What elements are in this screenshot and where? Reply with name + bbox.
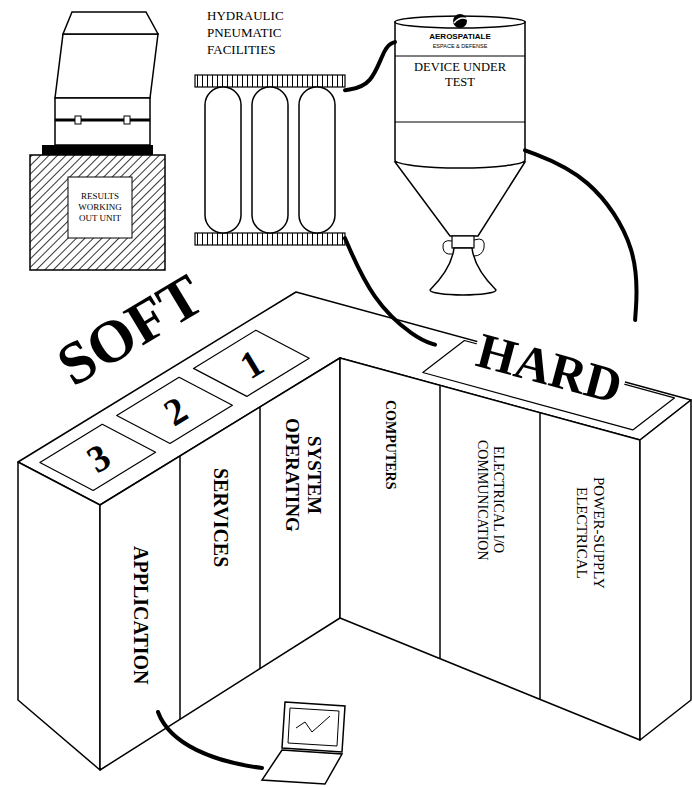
cabinet-face: SERVICES — [195, 455, 245, 580]
pneumatic-tanks — [299, 87, 335, 233]
device-under-test-tank — [395, 14, 525, 295]
node-text: 1 — [233, 342, 269, 384]
results-unit-cabinet — [63, 12, 158, 34]
cabinet-face: APPLICATION — [115, 505, 165, 725]
device-under-test-tank — [430, 248, 496, 295]
node-text: HARD — [470, 324, 631, 412]
node-text: ELECTRICAL POWER-SUPPLY — [573, 468, 608, 598]
console-cabinets — [439, 385, 441, 659]
pneumatic-tanks — [252, 87, 288, 233]
console-cabinets — [18, 462, 100, 770]
device-under-test-tank — [453, 14, 467, 28]
cabinet-face: COMPUTERS — [355, 390, 425, 500]
node-text: COMPUTERS — [382, 393, 398, 497]
cabinet-face: COMMUNICATION ELECTRICAL I/O — [455, 415, 525, 585]
console-cabinets — [194, 330, 310, 396]
device-under-test-tank — [474, 239, 484, 256]
pneumatic-tanks — [195, 75, 345, 87]
node-text: RESULTS WORKING OUT UNIT — [68, 177, 132, 238]
console-cabinets — [539, 413, 541, 699]
cable — [525, 150, 637, 320]
results-unit-cabinet — [42, 145, 153, 155]
device-under-test-tank — [454, 18, 467, 23]
cable — [345, 42, 395, 90]
laptop — [262, 750, 342, 784]
node-text: HYDRAULIC PNEUMATIC FACILITIES — [207, 7, 317, 58]
console-cabinets — [117, 377, 233, 443]
laptop — [296, 716, 330, 732]
node-text: DEVICE UNDER TEST — [412, 60, 508, 90]
soft-layer-panel: 3 — [40, 424, 156, 491]
device-under-test-tank — [395, 56, 525, 57]
node-text: 3 — [80, 436, 116, 478]
results-unit-cabinet — [30, 155, 165, 270]
laptop — [282, 702, 345, 752]
cable — [345, 238, 435, 345]
hard-panel: HARD — [435, 320, 665, 415]
node-text: COMMUNICATION ELECTRICAL I/O — [474, 430, 506, 570]
device-under-test-tank — [452, 236, 474, 248]
results-unit-cabinet — [55, 98, 150, 145]
results-unit-cabinet — [68, 177, 132, 238]
pneumatic-tanks — [195, 75, 345, 245]
node-text: ESPACE & DEFENSE — [395, 42, 525, 50]
results-unit: RESULTS WORKING OUT UNIT — [30, 155, 165, 270]
node-text: OPERATING SYSTEM — [281, 410, 325, 540]
node-text: 2 — [157, 389, 193, 431]
device-under-test-tank — [395, 122, 525, 123]
section-label: SOFT — [47, 264, 212, 396]
node-text: SERVICES — [209, 459, 232, 577]
soft-layer-panel: 2 — [117, 377, 233, 444]
console-cabinets — [640, 400, 691, 740]
results-unit-cabinet — [75, 116, 81, 124]
node-text: AEROSPATIALE — [395, 32, 525, 42]
device-under-test-tank — [443, 241, 452, 254]
console-cabinets — [179, 456, 181, 719]
device-under-test: AEROSPATIALEESPACE & DEFENSE DEVICE UNDER… — [395, 14, 525, 295]
results-unit-cabinet — [55, 34, 158, 98]
cabinet-face: ELECTRICAL POWER-SUPPLY — [555, 445, 625, 620]
device-under-test-tank — [395, 162, 525, 236]
console-cabinets — [259, 407, 261, 669]
node-text: APPLICATION — [129, 515, 152, 715]
laptop — [158, 702, 345, 784]
laptop — [288, 708, 339, 746]
pneumatic-tanks: HYDRAULIC PNEUMATIC FACILITIES — [195, 75, 345, 245]
laptop — [158, 712, 262, 768]
pneumatic-tanks — [195, 233, 345, 245]
device-under-test-tank — [395, 22, 525, 168]
results-unit-cabinet — [124, 116, 130, 124]
results-unit-cabinet — [55, 119, 150, 122]
cabinet-face: OPERATING SYSTEM — [273, 400, 333, 550]
console-cabinets — [40, 424, 156, 490]
pneumatic-tanks — [205, 87, 241, 233]
soft-layer-panel: 1 — [193, 330, 309, 397]
results-unit-cabinet — [30, 12, 165, 270]
